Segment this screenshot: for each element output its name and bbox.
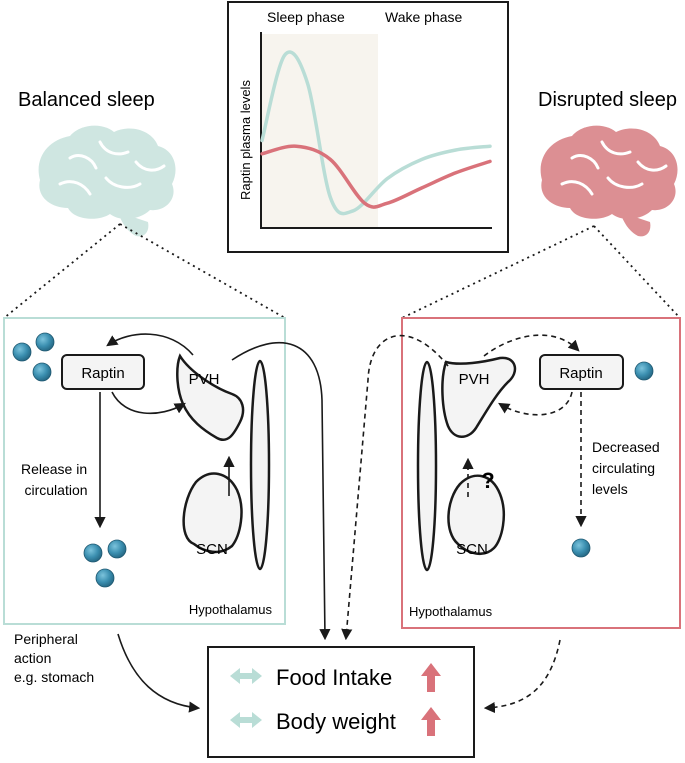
scn-label-right: SCN [456,541,488,558]
scn-region-right [447,474,505,556]
balanced-sleep-title: Balanced sleep [18,89,155,111]
raptin-ball-right [634,361,654,381]
double-arrow-icon [230,668,262,684]
body-weight-label: Body weight [276,709,396,734]
third-ventricle-left [249,359,271,571]
pvh-to-raptin-arrow-right [483,334,580,357]
double-arrow-icon [230,712,262,728]
y-axis-label: Raptin plasma levels [238,80,253,200]
zoom-line-left-1 [3,223,121,319]
disrupted-to-outcome-arrow [483,639,561,714]
chart-series-group [260,50,492,216]
raptin-label-left: Raptin [81,365,124,382]
disrupted-sleep-title: Disrupted sleep [538,89,677,111]
zoom-line-right-2 [593,225,681,319]
raptin-levels-chart: Sleep phase Wake phase Raptin plasma lev… [227,1,509,253]
pvh-to-outcome-arrow-right [341,334,449,641]
hypothalamus-label-left: Hypothalamus [189,602,273,617]
raptin-box-right [539,354,624,390]
outcome-box [207,646,475,758]
peripheral-to-outcome-arrow [117,633,201,713]
release-label: Release in circulation [21,461,91,498]
raptin-label-right: Raptin [559,365,602,382]
brain-icon [540,125,678,237]
up-arrow-icon [421,707,441,736]
raptin-to-pvh-arrow [111,391,186,415]
raptin-to-pvh-arrow-right [498,391,573,416]
pvh-region-left [176,353,245,441]
hypothalamus-label-right: Hypothalamus [409,604,493,619]
sleep-phase-label: Sleep phase [267,9,345,25]
pvh-to-raptin-arrow [106,333,194,356]
decreased-levels-label: Decreased circulating levels [592,439,664,497]
pvh-region-right [441,356,517,438]
wake-phase-label: Wake phase [385,9,463,25]
series-line-2 [260,144,492,209]
third-ventricle-right [416,360,438,572]
pvh-label-right: PVH [459,371,490,388]
raptin-box-left [61,354,145,390]
food-intake-label: Food Intake [276,665,392,690]
scn-region-left [182,472,243,554]
brain-icon [38,125,176,237]
pvh-label-left: PVH [189,371,220,388]
up-arrow-icon [421,663,441,692]
zoom-line-left-2 [119,223,286,319]
low-raptin-ball [571,538,591,558]
scn-label-left: SCN [196,541,228,558]
pvh-to-outcome-arrow-left [231,342,331,641]
question-mark: ? [481,468,494,493]
series-line-1 [260,50,492,216]
peripheral-action-label: Peripheral action e.g. stomach [14,631,94,685]
